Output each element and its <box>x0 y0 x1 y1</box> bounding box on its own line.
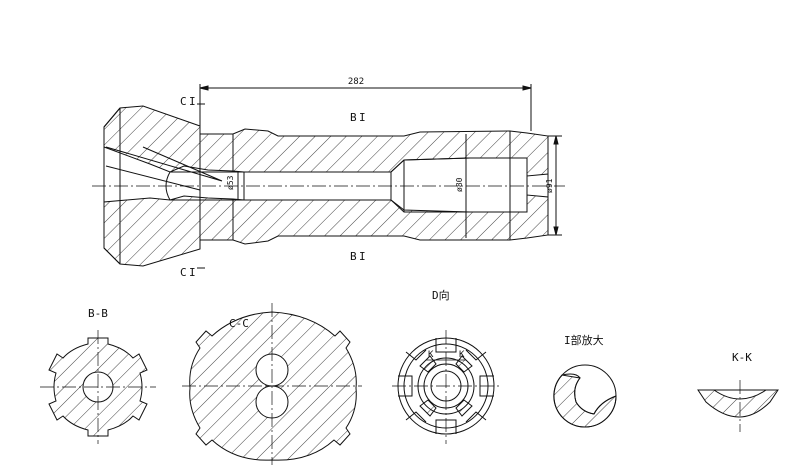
view-d <box>392 330 500 444</box>
view-kk <box>697 380 779 432</box>
view-bb <box>40 330 156 444</box>
cut-label-c-bottom: C <box>180 266 187 279</box>
view-detail-i <box>553 364 617 428</box>
kk-title: K-K <box>732 351 752 364</box>
detail-mark-top: I <box>189 95 196 108</box>
view-cc <box>182 303 362 465</box>
kk-section <box>697 389 779 418</box>
main-section-view <box>92 84 565 269</box>
detail-title: I部放大 <box>564 333 604 347</box>
cut-label-b-top: B <box>350 111 357 124</box>
d-title: D向 <box>432 288 450 302</box>
detail-mark-mid-top: I <box>359 111 366 124</box>
cc-title: C-C <box>229 317 249 330</box>
dim-91-line <box>548 135 562 236</box>
dim-282: 282 <box>348 77 364 87</box>
dim-282-line <box>199 84 532 131</box>
bb-title: B-B <box>88 307 108 320</box>
cut-label-c-top: C <box>180 95 187 108</box>
detail-mark-bottom: I <box>189 266 196 279</box>
d-k-left: K <box>428 350 434 360</box>
section-marker-c <box>197 103 205 269</box>
cut-label-b-bottom: B <box>350 250 357 263</box>
d-hatch-small <box>419 355 473 417</box>
dia-91: ø91 <box>545 178 554 193</box>
dia-80: ø80 <box>455 177 464 192</box>
detail-mark-mid-bottom: I <box>359 250 366 263</box>
dia-53: ø53 <box>226 175 235 190</box>
main-bottom-hatch <box>103 194 549 267</box>
d-k-right: K <box>459 350 465 360</box>
